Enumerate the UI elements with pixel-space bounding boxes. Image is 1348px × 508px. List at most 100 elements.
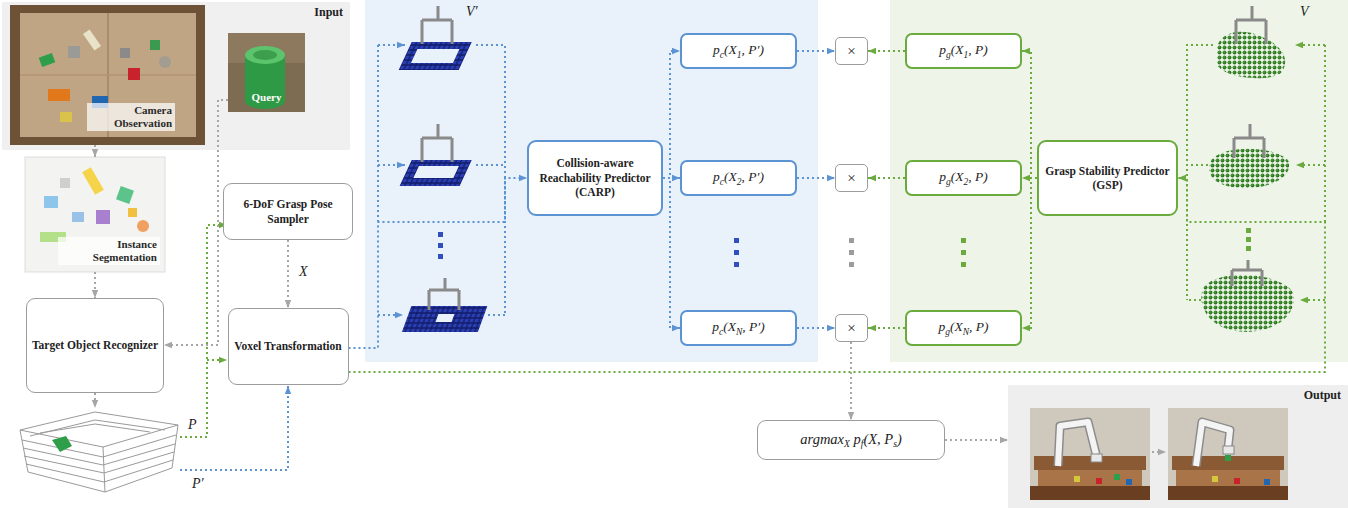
math-text: ) [897, 431, 902, 447]
robot-photo-part [1074, 476, 1080, 482]
point-cloud-part [24, 452, 174, 473]
connector [287, 240, 289, 308]
math-text: , P) [968, 169, 988, 184]
robot-photo-part [1030, 486, 1150, 500]
voxel-grasp [1217, 6, 1285, 78]
voxel-grasp-part [422, 6, 452, 44]
point-cloud-part [103, 447, 105, 492]
camera-photo-part [120, 48, 130, 58]
process-box: Target Object Recognizer [26, 298, 164, 393]
math-subscript: X [844, 439, 850, 449]
segmentation-image-part [72, 212, 84, 222]
text-group: pc(X2, P′) [713, 169, 764, 187]
segmentation-image-part [82, 167, 104, 195]
illustration-part [1187, 45, 1325, 300]
query-image: Query [228, 33, 305, 112]
point-cloud-part [20, 425, 178, 492]
math-subscript: c [720, 50, 724, 60]
segmentation-image-part [96, 210, 110, 224]
edge-label: X [297, 264, 310, 279]
math-text: (X [723, 319, 736, 334]
text-group: pc(XN, P′) [712, 319, 765, 337]
segmentation-image-part [44, 196, 58, 208]
point-cloud-part [23, 444, 175, 465]
connector [1022, 178, 1037, 328]
wire [180, 225, 227, 437]
connector [797, 50, 835, 52]
connector [349, 178, 528, 348]
math-label: P [186, 417, 199, 432]
math-subscript: 1 [964, 50, 969, 60]
process-box: Voxel Transformation [228, 308, 349, 385]
camera-photo-part [60, 112, 72, 122]
text-group: Query [228, 91, 305, 103]
node-label: × [847, 43, 855, 59]
probability-box: pg(X2, P) [905, 160, 1022, 196]
ellipsis-dots-part [961, 250, 966, 255]
ellipsis-dots-part [734, 238, 739, 243]
input-panel-ground [2, 2, 350, 150]
connector [349, 178, 1326, 372]
camera-photo-part [83, 30, 101, 51]
ellipsis-dots-part [849, 238, 854, 243]
robot-photo-part [1038, 470, 1142, 488]
wire [207, 359, 227, 361]
math-label: P′ [190, 476, 206, 491]
camera-photo-part [10, 5, 205, 145]
text-group: pc(X1, P′) [713, 42, 764, 60]
math-text: (X [724, 42, 737, 57]
voxel-grasp [399, 6, 472, 70]
text-group: 6-DoF Grasp Pose Sampler [228, 197, 348, 226]
point-cloud-part [40, 424, 150, 433]
math-subscript: N [736, 327, 742, 337]
text-group: Input [314, 5, 343, 20]
robot-photo-part [1030, 408, 1150, 500]
connector [797, 327, 835, 329]
math-subscript: g [946, 50, 951, 60]
point-cloud [20, 412, 178, 492]
voxel-grasp-part [429, 278, 459, 310]
segmentation-image-part [25, 157, 165, 272]
segmentation-image-part [128, 208, 137, 217]
node-label: Grasp Stability Predictor (GSP) [1045, 165, 1169, 191]
text-group: Instance Segmentation [58, 237, 160, 265]
camera-photo-part [48, 89, 70, 101]
math-text: argmax [800, 431, 844, 447]
math-subscript: c [719, 327, 723, 337]
voxel-grasp-part [422, 124, 452, 162]
math-text: p [713, 42, 720, 57]
camera-photo-part [68, 46, 80, 58]
connector [1022, 177, 1037, 179]
math-text: , P′) [742, 169, 764, 184]
output-panel: Output [1008, 385, 1348, 508]
ellipsis-dots-part [849, 262, 854, 267]
wire [377, 45, 379, 222]
node-label: × [847, 170, 855, 186]
math-text: (X [951, 42, 964, 57]
connector [868, 177, 905, 179]
wire [1295, 44, 1325, 46]
math-subscript: f [861, 439, 864, 449]
probability-box: pc(XN, P′) [680, 310, 797, 346]
math-label: V [1298, 4, 1311, 19]
ellipsis-dots [438, 232, 739, 267]
robot-photo-part [1126, 479, 1132, 485]
camera-photo-part [128, 68, 140, 80]
wire [1187, 164, 1208, 166]
connector [663, 178, 680, 328]
node-label: Camera Observation [114, 104, 172, 129]
segmentation-image-part [137, 220, 149, 232]
connector [663, 177, 680, 179]
node-label: Instance Segmentation [93, 238, 157, 263]
voxel-grasp-part [1209, 149, 1289, 189]
node-label: Query [252, 91, 282, 103]
math-text: (X, P [863, 431, 893, 447]
wire [1187, 299, 1201, 301]
wire [476, 164, 505, 166]
ellipsis-dots-part [961, 262, 966, 267]
query-photo-part [253, 50, 277, 60]
connector [945, 439, 1008, 441]
